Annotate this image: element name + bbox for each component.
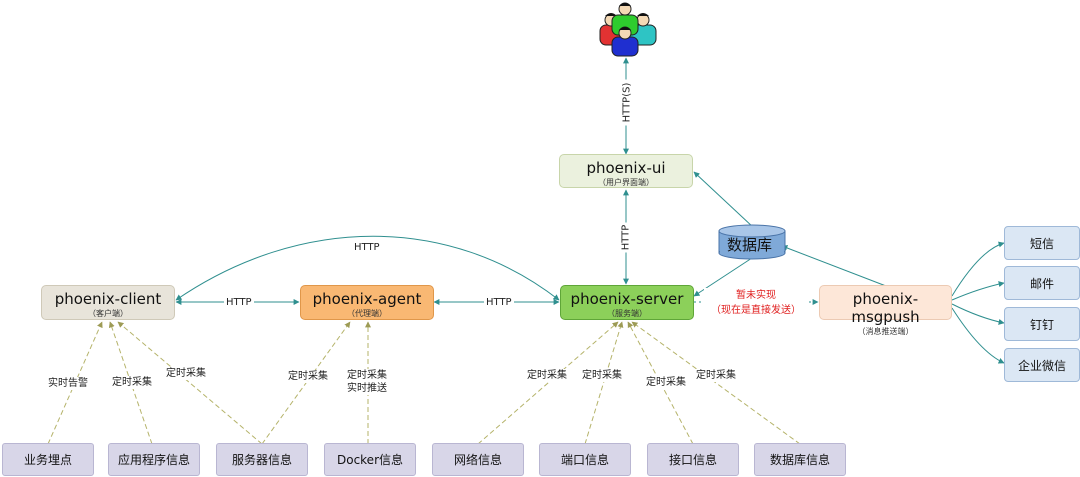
phoenix-agent-node[interactable]: phoenix-agent （代理端） [300, 285, 434, 320]
timed-collect-label-port: 定时采集 [582, 369, 622, 382]
not-implemented-note: 暂未实现 （现在是直接发送） [704, 288, 808, 318]
docker-collect-push-label: 定时采集 实时推送 [347, 369, 387, 395]
timed-collect-docker: 定时采集 [347, 370, 387, 381]
timed-collect-label-server-client: 定时采集 [166, 367, 206, 380]
users-icon [599, 2, 657, 57]
edge-msgpush-mail [951, 281, 1005, 301]
edge-ui-db [693, 171, 755, 229]
phoenix-ui-subtitle: （用户界面端） [598, 178, 654, 187]
channel-sms[interactable]: 短信 [1004, 226, 1080, 260]
edge-net-server [477, 321, 619, 445]
https-label: HTTP(S) [620, 79, 634, 126]
phoenix-server-title: phoenix-server [570, 290, 684, 308]
timed-collect-label-api: 定时采集 [646, 376, 686, 389]
phoenix-msgpush-subtitle: （消息推送端） [857, 327, 914, 336]
phoenix-server-subtitle: （服务端） [607, 309, 647, 318]
source-network-info[interactable]: 网络信息 [432, 443, 524, 476]
channel-mail[interactable]: 邮件 [1004, 266, 1080, 300]
phoenix-agent-subtitle: （代理端） [347, 309, 387, 318]
phoenix-client-subtitle: （客户端） [88, 309, 128, 318]
source-api-info[interactable]: 接口信息 [647, 443, 739, 476]
database-cylinder [718, 224, 786, 260]
source-server-info[interactable]: 服务器信息 [216, 443, 308, 476]
edge-msgpush-db [781, 245, 887, 287]
http-agent-server-label: HTTP [484, 296, 514, 309]
edge-port-server [584, 321, 624, 445]
phoenix-ui-node[interactable]: phoenix-ui （用户界面端） [559, 154, 693, 188]
edge-msgpush-dingtalk [951, 303, 1005, 325]
edge-msgpush-sms [951, 241, 1005, 297]
http-client-agent-label: HTTP [224, 296, 254, 309]
phoenix-agent-title: phoenix-agent [312, 290, 422, 308]
direct-send-text: （现在是直接发送） [711, 305, 801, 316]
phoenix-ui-title: phoenix-ui [586, 159, 666, 177]
http-ui-server-label: HTTP [619, 222, 633, 253]
channel-dingtalk[interactable]: 钉钉 [1004, 307, 1080, 341]
phoenix-client-node[interactable]: phoenix-client （客户端） [41, 285, 175, 320]
not-implemented-text: 暂未实现 [736, 290, 776, 301]
database-label: 数据库 [727, 236, 773, 254]
realtime-alarm-label: 实时告警 [48, 377, 88, 390]
phoenix-server-node[interactable]: phoenix-server （服务端） [560, 285, 694, 320]
edge-client-server-arc [175, 235, 560, 301]
edge-api-server [627, 321, 694, 445]
timed-collect-label-server-agent: 定时采集 [288, 370, 328, 383]
realtime-push-docker: 实时推送 [347, 383, 387, 394]
edge-serverinfo-agent [261, 321, 351, 445]
edge-msgpush-wecom [951, 307, 1005, 364]
phoenix-client-title: phoenix-client [54, 290, 162, 308]
channel-wecom[interactable]: 企业微信 [1004, 348, 1080, 382]
phoenix-msgpush-title: phoenix-msgpush [851, 290, 920, 326]
timed-collect-label-net: 定时采集 [527, 369, 567, 382]
source-database-info[interactable]: 数据库信息 [754, 443, 846, 476]
edge-dbinfo-server [631, 321, 801, 445]
source-docker-info[interactable]: Docker信息 [324, 443, 416, 476]
phoenix-msgpush-node[interactable]: phoenix-msgpush （消息推送端） [819, 285, 952, 336]
source-port-info[interactable]: 端口信息 [539, 443, 631, 476]
source-business-tracking[interactable]: 业务埋点 [2, 443, 94, 476]
http-arc-label: HTTP [352, 241, 382, 254]
source-application-info[interactable]: 应用程序信息 [108, 443, 200, 476]
edge-server-db [693, 257, 753, 297]
timed-collect-label-dbinfo: 定时采集 [696, 369, 736, 382]
timed-collect-label-app: 定时采集 [112, 376, 152, 389]
